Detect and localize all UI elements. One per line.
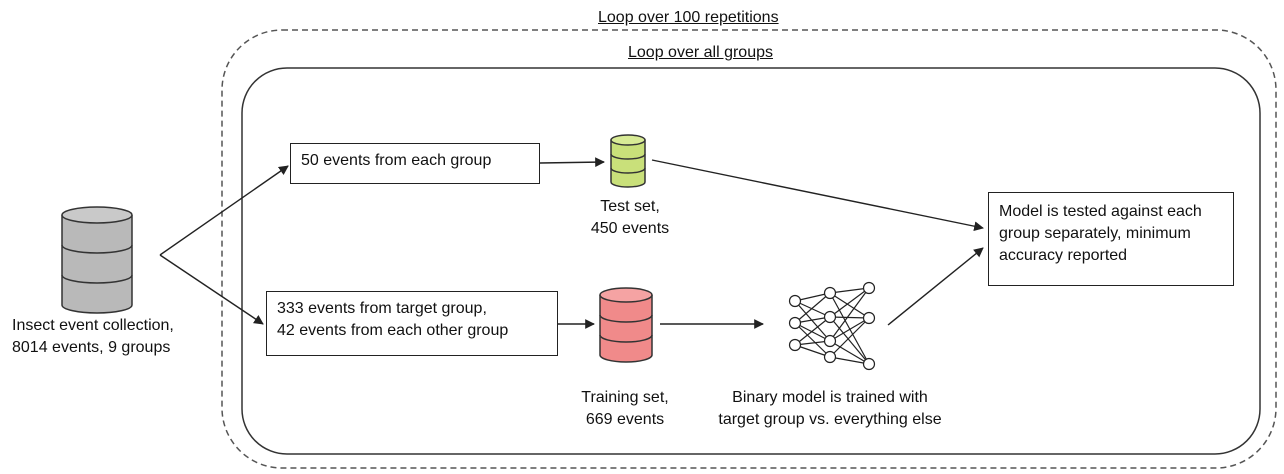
- result-box: Model is tested against each group separ…: [988, 192, 1234, 286]
- inner-loop-title: Loop over all groups: [628, 44, 773, 61]
- result-line1: Model is tested against each: [999, 203, 1202, 220]
- arrow-source-to-test: [159, 165, 289, 256]
- test-set-database-icon: [610, 134, 646, 188]
- arrow-test-sampling-to-test-set: [539, 157, 605, 168]
- training-set-database-icon: [599, 287, 653, 363]
- source-caption-line1: Insect event collection,: [12, 317, 174, 334]
- test-sampling-box: 50 events from each group: [290, 143, 540, 184]
- training-sampling-box: 333 events from target group, 42 events …: [266, 291, 558, 356]
- source-database-icon: [61, 206, 133, 314]
- arrow-source-to-training: [159, 254, 264, 325]
- model-caption: Binary model is trained with target grou…: [700, 387, 960, 431]
- source-caption: Insect event collection, 8014 events, 9 …: [12, 315, 174, 359]
- training-sampling-line1: 333 events from target group,: [277, 300, 487, 317]
- arrow-test-set-to-result: [651, 159, 984, 232]
- inner-loop-border: [241, 67, 1261, 455]
- outer-loop-title: Loop over 100 repetitions: [598, 9, 779, 26]
- training-set-caption-line1: Training set,: [581, 389, 669, 406]
- model-caption-line1: Binary model is trained with: [732, 389, 928, 406]
- result-line3: accuracy reported: [999, 247, 1128, 264]
- test-sampling-label: 50 events from each group: [301, 152, 492, 169]
- source-caption-line2: 8014 events, 9 groups: [12, 339, 171, 356]
- neural-network-icon: [788, 281, 876, 371]
- test-set-caption-line2: 450 events: [590, 220, 670, 237]
- arrow-model-to-result: [887, 247, 984, 326]
- model-caption-line2: target group vs. everything else: [718, 411, 942, 428]
- training-sampling-line2: 42 events from each other group: [277, 322, 509, 339]
- test-set-caption-line1: Test set,: [600, 198, 660, 215]
- training-set-caption: Training set, 669 events: [555, 387, 695, 431]
- test-set-caption: Test set, 450 events: [560, 196, 700, 240]
- result-line2: group separately, minimum: [999, 225, 1191, 242]
- training-set-caption-line2: 669 events: [585, 411, 665, 428]
